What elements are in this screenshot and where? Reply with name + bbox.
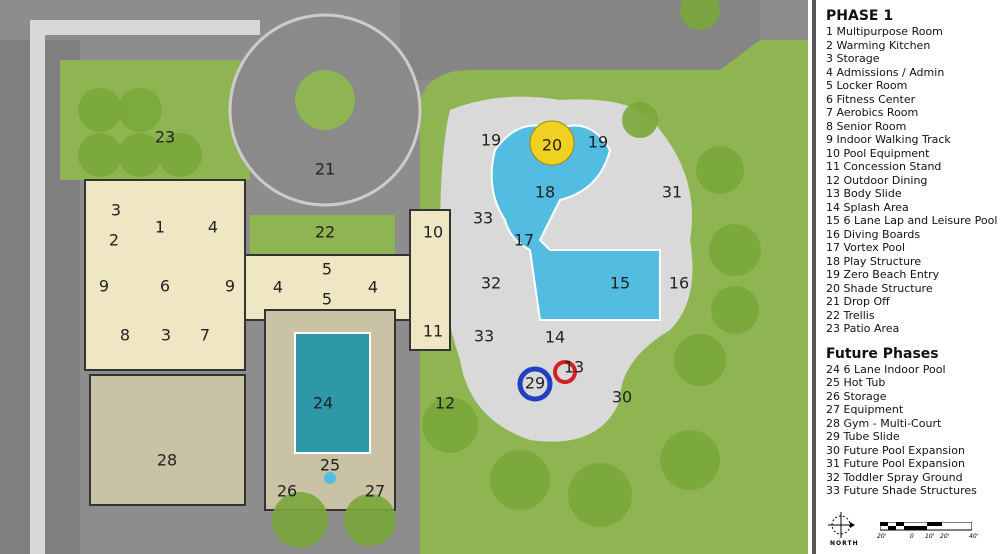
legend-item: 14 Splash Area — [826, 200, 909, 214]
legend-item: 20 Shade Structure — [826, 281, 933, 295]
scale-bar — [880, 522, 972, 531]
map-label-32: 32 — [481, 274, 501, 293]
legend-item: 13 Body Slide — [826, 187, 902, 200]
scale-label: 20' — [877, 533, 887, 540]
map-label-8: 8 — [120, 326, 130, 345]
map-label-30: 30 — [612, 388, 632, 407]
scale-label: 0 — [910, 533, 914, 540]
legend-item: 19 Zero Beach Entry — [826, 268, 940, 281]
legend-item: 4 Admissions / Admin — [826, 65, 945, 79]
legend-item: 9 Indoor Walking Track — [826, 133, 951, 146]
map-label-19: 19 — [588, 133, 608, 152]
legend-item: 24 6 Lane Indoor Pool — [826, 362, 946, 376]
drop-off-island — [295, 70, 355, 130]
map-label-1: 1 — [155, 218, 165, 237]
map-label-14: 14 — [545, 328, 565, 347]
legend-item: 27 Equipment — [826, 403, 904, 416]
map-label-12: 12 — [435, 394, 455, 413]
map-label-23: 23 — [155, 128, 175, 147]
trellis-lawn — [250, 215, 395, 255]
body-slide — [553, 360, 577, 384]
map-label-31: 31 — [662, 183, 682, 202]
building-equipment — [409, 209, 451, 351]
legend-item: 32 Toddler Spray Ground — [826, 470, 963, 484]
shade-umbrella — [529, 120, 575, 166]
legend-item: 26 Storage — [826, 389, 887, 403]
map-label-33: 33 — [474, 327, 494, 346]
legend-item: 6 Fitness Center — [826, 92, 916, 106]
map-label-22: 22 — [315, 223, 335, 242]
legend-phase1-title: PHASE 1 — [826, 8, 894, 24]
map-label-10: 10 — [423, 223, 443, 242]
legend-item: 23 Patio Area — [826, 322, 900, 335]
map-label-19: 19 — [481, 131, 501, 150]
map-label-13: 13 — [564, 358, 584, 377]
legend-item: 16 Diving Boards — [826, 227, 921, 241]
legend-item: 29 Tube Slide — [826, 430, 900, 443]
legend-item: 15 6 Lane Lap and Leisure Pool — [826, 214, 998, 227]
legend-item: 18 Play Structure — [826, 254, 922, 268]
legend-item: 8 Senior Room — [826, 119, 907, 133]
building-main — [84, 179, 246, 371]
legend-item: 28 Gym - Multi-Court — [826, 416, 942, 430]
map-label-26: 26 — [277, 482, 297, 501]
map-label-28: 28 — [157, 451, 177, 470]
map-label-15: 15 — [610, 274, 630, 293]
map-label-16: 16 — [669, 274, 689, 293]
map-label-24: 24 — [313, 394, 333, 413]
legend-item: 17 Vortex Pool — [826, 241, 906, 254]
map-label-4: 4 — [208, 218, 218, 237]
map-label-9: 9 — [99, 277, 109, 296]
scale-label: 10' — [925, 533, 935, 540]
legend-item: 33 Future Shade Structures — [826, 484, 977, 497]
map-label-5: 5 — [322, 260, 332, 279]
legend-item: 11 Concession Stand — [826, 160, 942, 173]
gym-court — [89, 374, 246, 506]
north-label: NORTH — [830, 540, 859, 547]
legend-item: 22 Trellis — [826, 308, 875, 322]
map-label-4: 4 — [273, 278, 283, 297]
map-label-21: 21 — [315, 160, 335, 179]
legend-item: 21 Drop Off — [826, 295, 890, 308]
indoor-pool-water — [294, 332, 371, 454]
legend-item: 10 Pool Equipment — [826, 146, 930, 160]
map-label-33: 33 — [473, 209, 493, 228]
legend-item: 1 Multipurpose Room — [826, 25, 943, 38]
map-label-25: 25 — [320, 456, 340, 475]
map-label-29: 29 — [525, 374, 545, 393]
site-plan: 23 21 1 3 2 4 9 6 9 8 3 7 22 10 4 5 5 4 … — [0, 0, 808, 554]
legend-item: 31 Future Pool Expansion — [826, 457, 965, 470]
map-label-6: 6 — [160, 277, 170, 296]
legend-item: 2 Warming Kitchen — [826, 38, 931, 52]
map-label-20: 20 — [542, 136, 562, 155]
legend-future-title: Future Phases — [826, 345, 939, 362]
legend-item: 12 Outdoor Dining — [826, 173, 928, 187]
map-label-9: 9 — [225, 277, 235, 296]
map-label-11: 11 — [423, 322, 443, 341]
legend-item: 25 Hot Tub — [826, 376, 886, 389]
north-arrow-icon — [828, 512, 855, 538]
map-label-2: 2 — [109, 231, 119, 250]
map-label-17: 17 — [514, 231, 534, 250]
map-label-4: 4 — [368, 278, 378, 297]
scale-label: 40' — [969, 533, 979, 540]
legend-item: 5 Locker Room — [826, 79, 908, 92]
legend-item: 30 Future Pool Expansion — [826, 443, 965, 457]
map-label-3: 3 — [161, 326, 171, 345]
map-label-3: 3 — [111, 201, 121, 220]
legend-item: 3 Storage — [826, 52, 880, 65]
map-label-7: 7 — [200, 326, 210, 345]
hot-tub — [324, 472, 336, 484]
scale-label: 20' — [940, 533, 950, 540]
map-label-18: 18 — [535, 183, 555, 202]
map-label-5: 5 — [322, 290, 332, 309]
map-label-27: 27 — [365, 482, 385, 501]
legend-item: 7 Aerobics Room — [826, 106, 919, 119]
trees — [78, 0, 761, 548]
tube-slide — [517, 366, 553, 402]
